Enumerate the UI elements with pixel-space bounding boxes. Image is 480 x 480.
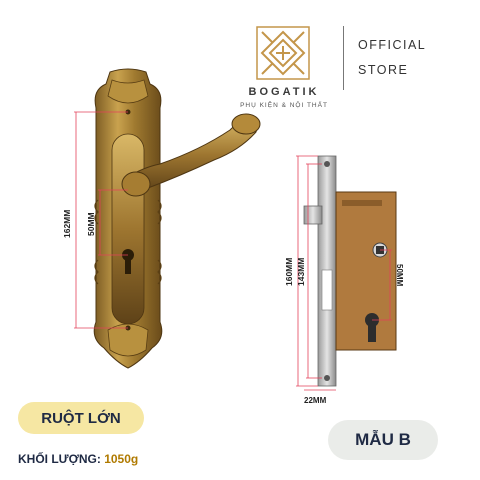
weight-value: 1050g bbox=[104, 452, 139, 466]
handle-hole-spacing-label: 50MM bbox=[86, 212, 96, 236]
lock-faceplate-label: 143MM bbox=[296, 257, 306, 286]
official-store-line1: OFFICIAL bbox=[358, 38, 427, 52]
weight-info: KHỐI LƯỢNG: 1050g bbox=[18, 452, 138, 466]
lock-height-label: 160MM bbox=[284, 257, 294, 286]
official-store-line2: STORE bbox=[358, 63, 409, 77]
brand-tagline: PHỤ KIỆN & NỘI THẤT bbox=[240, 102, 328, 109]
door-handle-plate bbox=[93, 68, 163, 369]
lever-handle bbox=[121, 113, 261, 197]
lock-backset-label: 50MM bbox=[395, 264, 404, 287]
brand-divider bbox=[343, 26, 344, 90]
mortise-lock-body bbox=[303, 155, 397, 387]
lock-width-label: 22MM bbox=[304, 396, 327, 405]
model-badge: MẪU B bbox=[328, 420, 438, 460]
bogatik-logo-icon bbox=[256, 26, 310, 80]
handle-dimension-lines bbox=[74, 111, 128, 329]
brand-name: BOGATIK bbox=[248, 86, 320, 98]
core-size-badge: RUỘT LỚN bbox=[18, 402, 144, 434]
lock-dimension-lines bbox=[296, 155, 392, 391]
weight-label: KHỐI LƯỢNG: bbox=[18, 452, 101, 466]
handle-height-label: 162MM bbox=[62, 209, 72, 238]
